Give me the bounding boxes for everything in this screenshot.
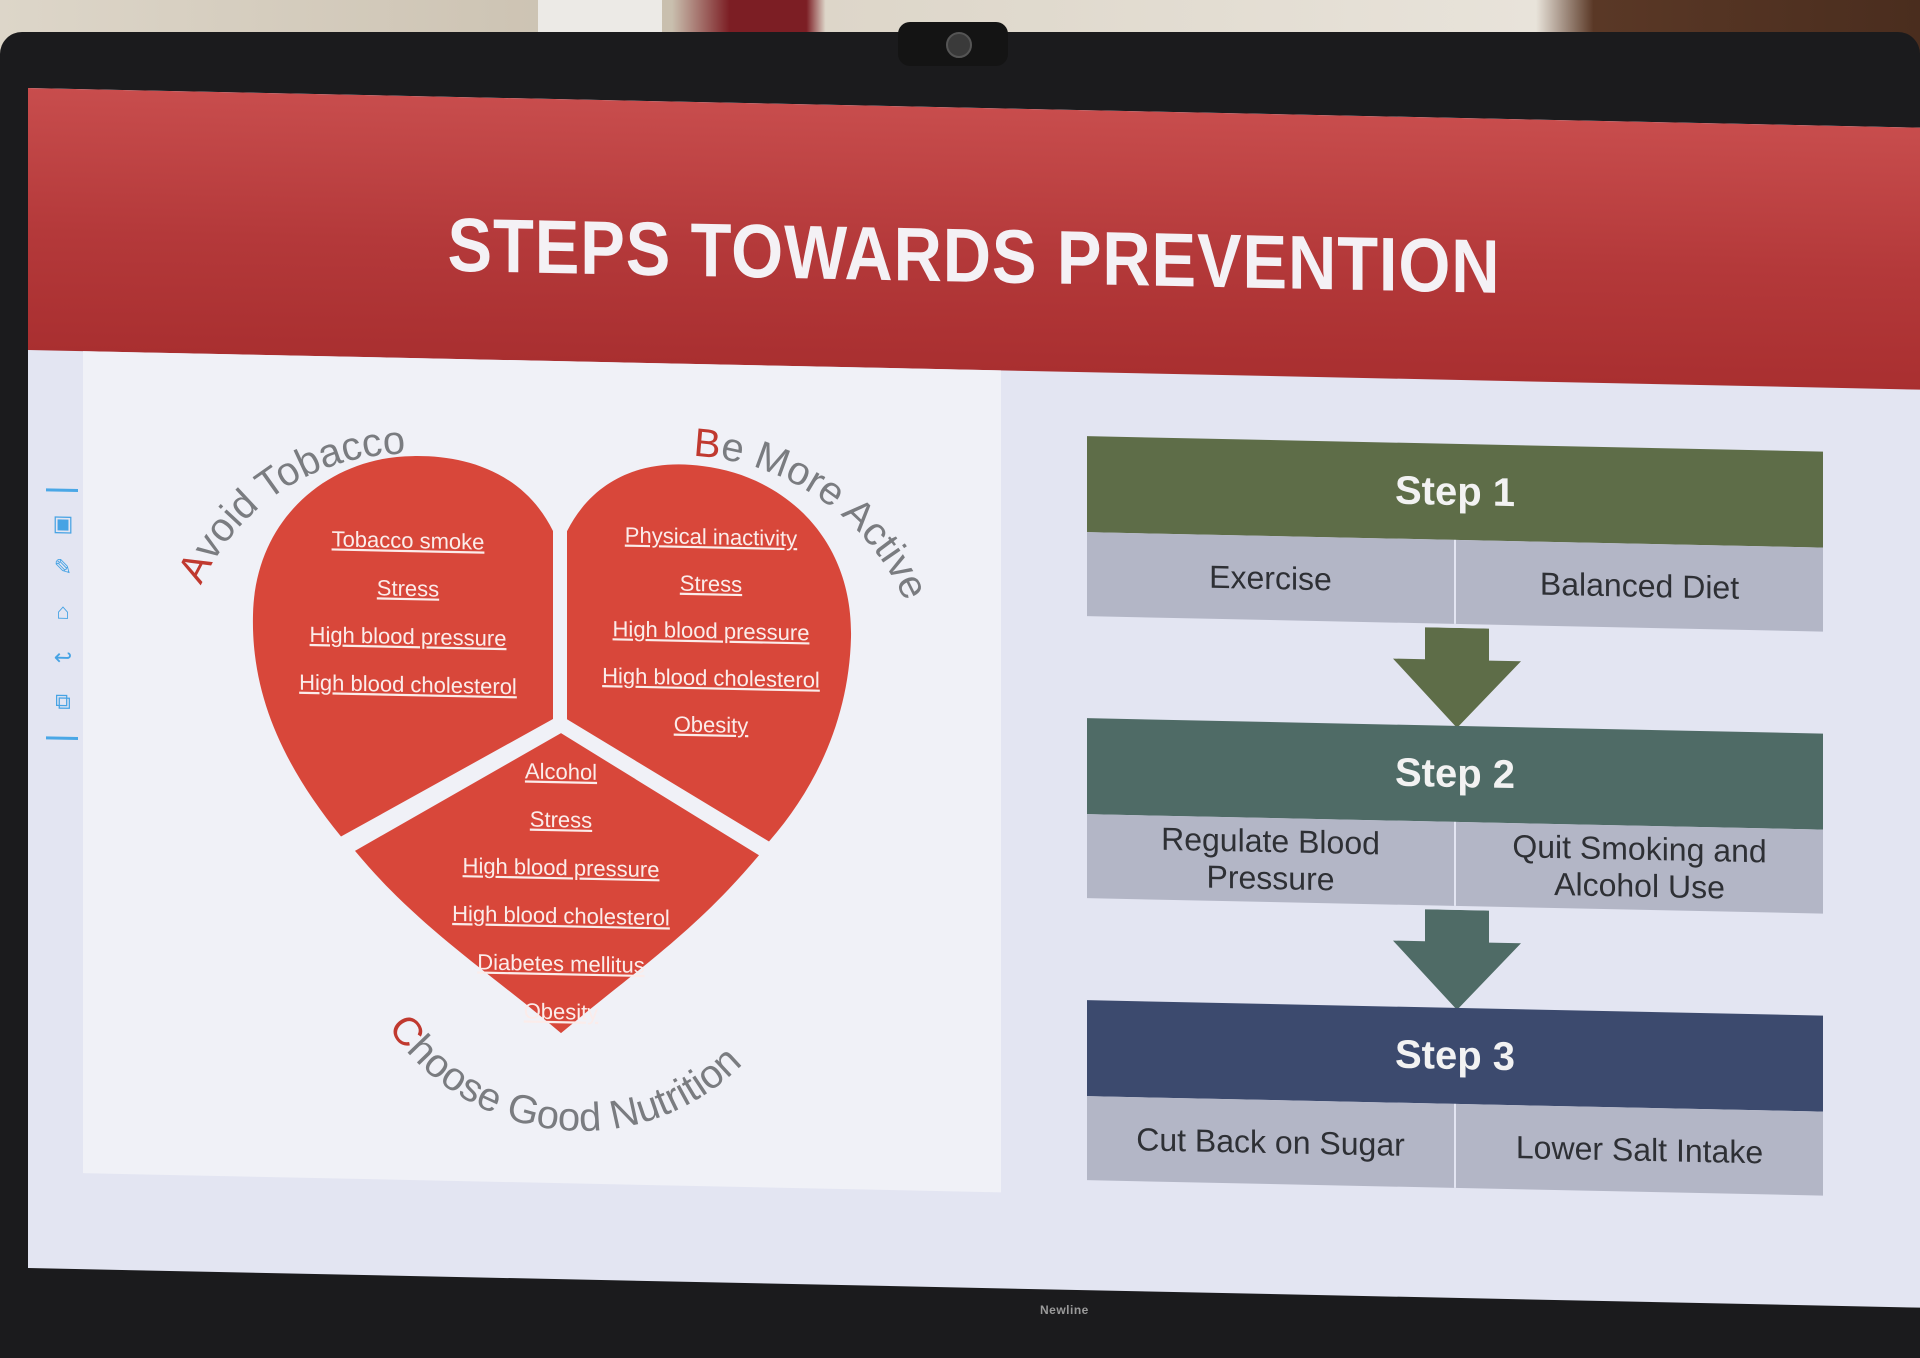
step-3-actions: Cut Back on Sugar Lower Salt Intake (1087, 1096, 1823, 1196)
step-1-action: Balanced Diet (1454, 539, 1823, 632)
risk-factor-item[interactable]: High blood pressure (613, 616, 810, 645)
step-1-action: Exercise (1087, 532, 1454, 624)
step-3-action: Lower Salt Intake (1454, 1103, 1823, 1196)
arrow-down-icon (1393, 627, 1521, 728)
risk-factor-item[interactable]: High blood cholesterol (452, 901, 670, 931)
toolbar-divider (46, 488, 78, 493)
home-icon[interactable]: ⌂ (56, 598, 70, 624)
title-banner: STEPS TOWARDS PREVENTION (28, 88, 1920, 390)
risk-factor-item[interactable]: Stress (680, 571, 742, 597)
pen-icon[interactable]: ✎ (53, 554, 73, 580)
step-3-action: Cut Back on Sugar (1087, 1096, 1454, 1188)
risk-factor-item[interactable]: Diabetes mellitus (477, 949, 644, 978)
step-2-actions: Regulate Blood Pressure Quit Smoking and… (1087, 814, 1823, 914)
step-2-action: Quit Smoking and Alcohol Use (1454, 821, 1823, 914)
heart-diagram-panel: Avoid Tobacco Be More Active Choose Good… (83, 351, 1001, 1193)
risk-factor-item[interactable]: Tobacco smoke (332, 526, 485, 554)
heart-segment-be-more-active (567, 464, 852, 842)
heart-segment-avoid-tobacco (252, 456, 553, 837)
webcam-lens (946, 32, 972, 58)
heart-segment-choose-good-nutrition (355, 733, 759, 1034)
webcam (898, 22, 1008, 66)
back-icon[interactable]: ↩ (53, 644, 73, 670)
step-1-header: Step 1 (1087, 436, 1823, 548)
slide-title: STEPS TOWARDS PREVENTION (447, 202, 1501, 310)
step-2-action: Regulate Blood Pressure (1087, 814, 1454, 906)
risk-factor-item[interactable]: Stress (377, 575, 439, 601)
side-toolbar: ▣ ✎ ⌂ ↩ ⧉ (46, 488, 82, 749)
risk-factor-item[interactable]: Physical inactivity (625, 523, 797, 552)
step-2-header: Step 2 (1087, 718, 1823, 830)
step-3-header: Step 3 (1087, 1000, 1823, 1112)
monitor-screen: STEPS TOWARDS PREVENTION ▣ ✎ ⌂ ↩ ⧉ Avoid… (28, 88, 1920, 1308)
arrow-down-icon (1393, 909, 1521, 1010)
prevention-steps: Step 1 Exercise Balanced Diet Step 2 Reg… (1087, 436, 1827, 1196)
risk-factor-item[interactable]: High blood cholesterol (299, 670, 517, 700)
screen-share-icon[interactable]: ⧉ (55, 688, 71, 714)
heart-diagram: Avoid Tobacco Be More Active Choose Good… (170, 414, 937, 1144)
risk-factor-item[interactable]: Alcohol (525, 758, 597, 785)
monitor-brand: Newline (1040, 1303, 1089, 1317)
risk-factor-item[interactable]: High blood pressure (463, 853, 660, 882)
risk-factor-item[interactable]: High blood cholesterol (602, 663, 820, 693)
risk-factor-item[interactable]: High blood pressure (310, 622, 507, 651)
step-1-actions: Exercise Balanced Diet (1087, 532, 1823, 632)
risk-factor-item[interactable]: Stress (530, 807, 592, 833)
whiteboard-icon[interactable]: ▣ (52, 510, 74, 536)
risk-factor-item[interactable]: Obesity (524, 998, 599, 1025)
risk-factor-item[interactable]: Obesity (674, 712, 749, 739)
toolbar-divider (46, 736, 78, 741)
